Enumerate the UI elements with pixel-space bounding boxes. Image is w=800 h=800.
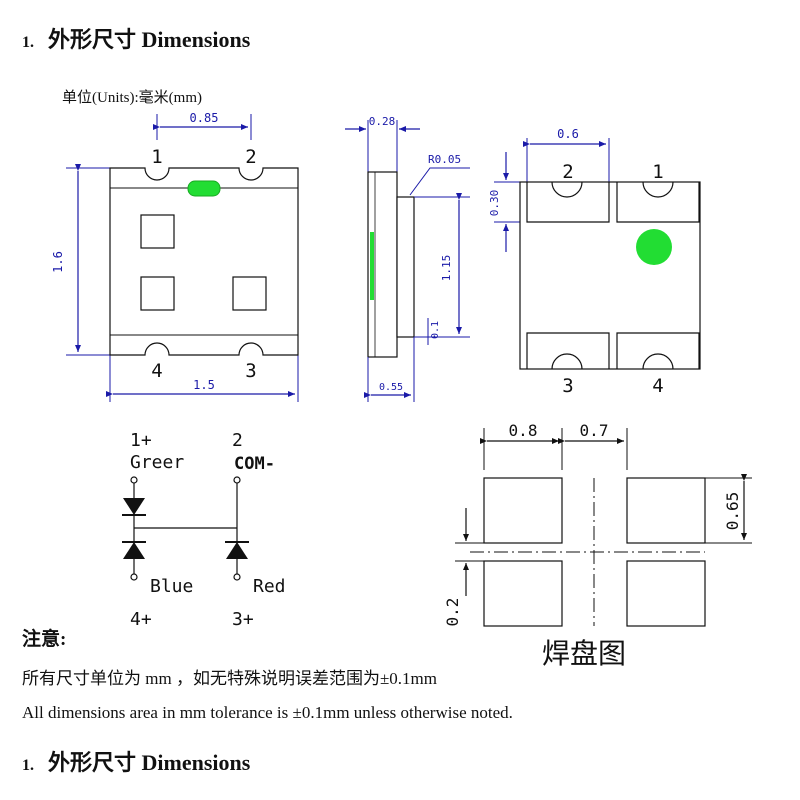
schematic-pin4: 4+: [130, 609, 152, 630]
side-dim-top: 0.28: [369, 115, 396, 128]
led-side-stripe: [370, 232, 374, 300]
top-dim-width-bottom: 1.5: [193, 378, 215, 392]
schematic-green-label: Greer: [130, 452, 184, 473]
pad-dim-d: 0.2: [443, 598, 462, 627]
top-dim-height: 1.6: [51, 251, 65, 273]
led-marker-top: [187, 180, 221, 197]
section-title: 1. 外形尺寸 Dimensions: [22, 22, 250, 54]
side-view: 0.28 R0.05 1.15 0.1 0.55: [345, 115, 470, 402]
pad-dim-b: 0.7: [580, 421, 609, 440]
top-pin-2: 2: [245, 146, 256, 168]
schematic-com-label: COM-: [234, 454, 275, 474]
led-marker-bottom: [636, 229, 672, 265]
green-diode: [123, 498, 145, 515]
top-view: 0.85 1.6 1.5 1 2 4 3: [51, 111, 299, 402]
top-pin-3: 3: [245, 360, 256, 382]
blue-diode: [123, 542, 145, 559]
top-pin-1: 1: [151, 146, 162, 168]
pad-dim-c: 0.65: [723, 492, 742, 531]
schematic-pin3: 3+: [232, 609, 254, 630]
bottom-pin-3: 3: [562, 375, 573, 397]
side-dim-radius: R0.05: [428, 153, 461, 166]
footer-title-text: 外形尺寸 Dimensions: [48, 750, 251, 775]
bottom-pin-4: 4: [652, 375, 663, 397]
bottom-pin-2: 2: [562, 161, 573, 183]
solder-pad: 0.8 0.7 0.65 0.2: [443, 421, 752, 627]
footer-title: 1. 外形尺寸 Dimensions: [22, 745, 250, 777]
top-pin-4: 4: [151, 360, 162, 382]
section-number: 1.: [22, 34, 34, 51]
schematic-pin2: 2: [232, 430, 243, 451]
notes-line-cn: 所有尺寸单位为 mm ，如无特殊说明误差范围为±0.1mm: [22, 669, 437, 688]
bottom-dim-top: 0.6: [557, 127, 579, 141]
top-dim-width-top: 0.85: [190, 111, 219, 125]
notes-line-en: All dimensions area in mm tolerance is ±…: [22, 703, 513, 722]
footer-section-number: 1.: [22, 757, 34, 774]
bottom-dim-side: 0.30: [488, 190, 501, 217]
notes-heading: 注意:: [22, 629, 67, 650]
red-diode: [226, 542, 248, 559]
schematic-red-label: Red: [253, 576, 286, 597]
units-label: 单位(Units):毫米(mm): [62, 90, 202, 106]
section-title-text: 外形尺寸 Dimensions: [48, 27, 251, 52]
schematic: 1+ 2 Greer COM- Blue Red 4+ 3+: [122, 430, 286, 630]
pad-dim-a: 0.8: [509, 421, 538, 440]
side-dim-height: 1.15: [440, 255, 453, 282]
bottom-pin-1: 1: [652, 161, 663, 183]
bottom-view: 0.6 0.30 2 1 3 4: [488, 127, 701, 397]
schematic-blue-label: Blue: [150, 576, 193, 597]
side-dim-small: 0.1: [430, 321, 441, 339]
schematic-pin1: 1+: [130, 430, 152, 451]
side-dim-bottom: 0.55: [379, 382, 403, 393]
solder-pad-label: 焊盘图: [542, 637, 627, 670]
